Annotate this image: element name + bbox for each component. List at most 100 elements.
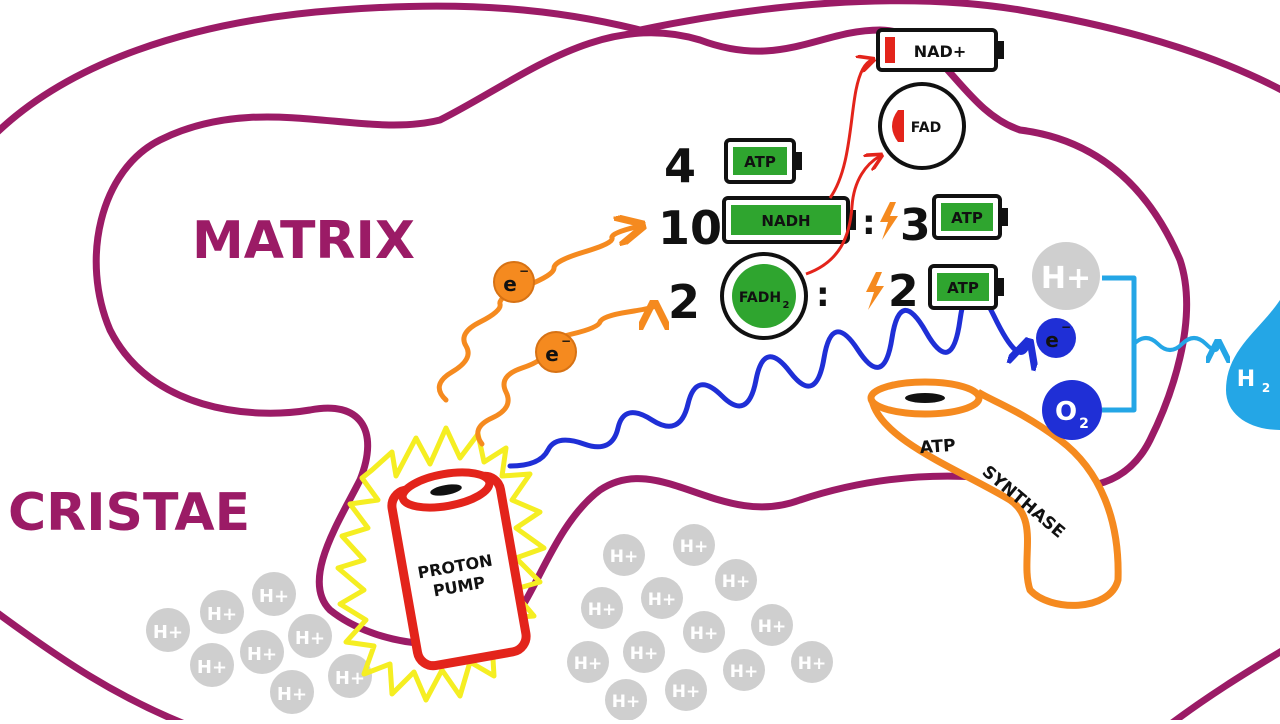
svg-text:H+: H+ [277, 684, 307, 705]
synthase-body [868, 389, 1122, 609]
cristae-label: CRISTAE [8, 483, 250, 543]
proton-pump: PROTON PUMP [335, 425, 547, 703]
matrix-label: MATRIX [192, 211, 415, 271]
proton-cluster-right: H+ H+ H+ H+ H+ H+ H+ H+ H+ H+ H+ H+ H+ [567, 524, 833, 721]
synthase-hole [905, 393, 945, 403]
svg-text:2: 2 [1262, 381, 1270, 395]
svg-text:H+: H+ [610, 547, 638, 567]
svg-text:H+: H+ [247, 644, 277, 665]
proton-icon: H+ [751, 604, 793, 646]
svg-text:H+: H+ [798, 654, 826, 674]
svg-text:H+: H+ [259, 586, 289, 607]
outer-membrane-bottom [0, 610, 195, 724]
proton-icon: H+ [581, 587, 623, 629]
nadh-atp-count: 3 [900, 200, 931, 251]
water-drop-icon: H 2 [1226, 300, 1280, 430]
proton-icon: H+ [673, 524, 715, 566]
svg-text:H+: H+ [335, 668, 365, 689]
atp-synthase-label-atp: ATP [919, 436, 956, 458]
svg-text:−: − [1061, 320, 1071, 334]
svg-text:H+: H+ [1041, 261, 1091, 296]
svg-text:NADH: NADH [761, 212, 810, 230]
proton-icon: H+ [623, 631, 665, 673]
proton-icon: H+ [603, 534, 645, 576]
circle-fadh2: FADH 2 [720, 252, 808, 340]
proton-icon: H+ [1032, 242, 1100, 310]
proton-icon: H+ [683, 611, 725, 653]
svg-text:H+: H+ [207, 604, 237, 625]
svg-text:e: e [545, 342, 559, 366]
circle-fad: FAD [878, 82, 966, 170]
svg-text:FAD: FAD [911, 120, 941, 136]
proton-icon: H+ [665, 669, 707, 711]
svg-text:2: 2 [1079, 416, 1089, 432]
proton-icon: H+ [270, 670, 314, 714]
arrow-fadh2-to-fad [805, 156, 880, 276]
svg-text:H+: H+ [758, 617, 786, 637]
svg-text:e: e [503, 272, 517, 296]
proton-icon: H+ [328, 654, 372, 698]
fadh2-atp-count: 2 [888, 266, 919, 317]
lightning-icon [880, 202, 898, 240]
svg-text:NAD+: NAD+ [914, 42, 966, 61]
electron-orange-2: e − [535, 331, 577, 373]
electron-blue: e − [1036, 318, 1076, 358]
svg-text:H+: H+ [630, 644, 658, 664]
svg-text:2: 2 [783, 300, 790, 311]
battery-nadh: NADH [722, 196, 856, 244]
battery-atp: ATP [724, 138, 802, 184]
proton-icon: H+ [791, 641, 833, 683]
svg-text:O: O [1055, 397, 1077, 427]
nadh-count: 10 [658, 201, 722, 255]
svg-text:FADH: FADH [739, 290, 781, 306]
proton-icon: H+ [641, 577, 683, 619]
battery-nadh-atp: ATP [932, 194, 1008, 240]
svg-text:H+: H+ [722, 572, 750, 592]
proton-icon: H+ [190, 643, 234, 687]
proton-icon: H+ [715, 559, 757, 601]
electron-path-blue [507, 287, 1028, 469]
svg-text:−: − [519, 264, 529, 278]
proton-icon: H+ [723, 649, 765, 691]
battery-nad-plus: NAD+ [876, 28, 1004, 72]
svg-text:H+: H+ [197, 657, 227, 678]
svg-text:H+: H+ [153, 622, 183, 643]
lightning-icon [866, 272, 884, 310]
svg-text:H+: H+ [648, 590, 676, 610]
proton-icon: H+ [240, 630, 284, 674]
combine-bracket [1102, 275, 1137, 413]
fadh2-count: 2 [668, 275, 700, 329]
electron-path-orange-1 [436, 226, 640, 403]
battery-fadh2-atp: ATP [928, 264, 1004, 310]
svg-text:H+: H+ [588, 600, 616, 620]
oxygen-molecule: O 2 [1042, 380, 1102, 440]
outer-membrane-bottom-right [1164, 647, 1280, 724]
svg-text:H+: H+ [680, 537, 708, 557]
svg-text:e: e [1045, 328, 1059, 352]
nadh-colon: : [862, 203, 876, 243]
inner-membrane [92, 26, 1191, 648]
svg-text:H+: H+ [574, 654, 602, 674]
svg-text:ATP: ATP [951, 209, 983, 227]
arrow-nadh-to-nad [828, 60, 872, 199]
proton-icon: H+ [567, 641, 609, 683]
svg-text:H+: H+ [690, 624, 718, 644]
proton-icon: H+ [252, 572, 296, 616]
svg-text:H+: H+ [295, 628, 325, 649]
pump-hole [430, 484, 462, 496]
electron-path-orange-2 [475, 306, 654, 447]
svg-text:H: H [1237, 367, 1255, 392]
svg-text:ATP: ATP [744, 153, 776, 171]
fadh2-colon: : [816, 275, 830, 315]
svg-text:ATP: ATP [947, 279, 979, 297]
proton-icon: H+ [200, 590, 244, 634]
arrow-to-water [1132, 336, 1218, 350]
svg-text:H+: H+ [730, 662, 758, 682]
svg-text:−: − [561, 334, 571, 348]
svg-text:H+: H+ [612, 692, 640, 712]
proton-icon: H+ [146, 608, 190, 652]
proton-icon: H+ [605, 679, 647, 721]
atp-count: 4 [664, 139, 696, 193]
